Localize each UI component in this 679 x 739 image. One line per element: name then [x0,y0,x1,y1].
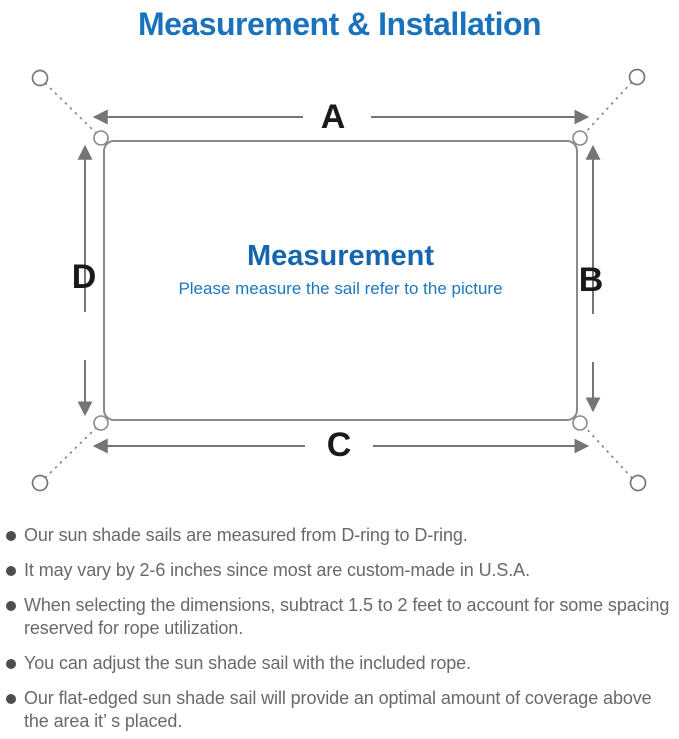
bullet-icon [6,601,16,611]
diagram-heading: Measurement [247,240,434,272]
dimension-label-d: D [71,258,97,296]
anchor-point-top-left [31,69,49,87]
dimension-label-b: B [578,261,604,299]
d-ring-bottom-right [572,415,588,431]
rope-line-bottom-right [582,424,633,479]
note-text: Our flat-edged sun shade sail will provi… [24,688,652,731]
diagram-graphics [31,68,647,492]
anchor-point-bottom-right [629,474,647,492]
note-text: When selecting the dimensions, subtract … [24,595,670,638]
note-text: Our sun shade sails are measured from D-… [24,525,468,545]
d-ring-top-left [93,130,109,146]
rope-line-top-left [44,82,99,136]
d-ring-bottom-left [93,415,109,431]
bullet-icon [6,659,16,669]
anchor-point-bottom-left [31,474,49,492]
rope-line-top-right [582,81,633,136]
d-ring-top-right [572,130,588,146]
notes-list: Our sun shade sails are measured from D-… [0,524,679,739]
diagram-subheading: Please measure the sail refer to the pic… [178,279,503,298]
note-text: It may vary by 2-6 inches since most are… [24,560,530,580]
rope-line-bottom-left [44,425,99,479]
measurement-diagram: A B C D Measurement Please measure the s… [0,60,679,520]
note-item: Our flat-edged sun shade sail will provi… [4,687,677,733]
anchor-point-top-right [628,68,646,86]
note-item: You can adjust the sun shade sail with t… [4,652,677,675]
bullet-icon [6,531,16,541]
note-item: When selecting the dimensions, subtract … [4,594,677,640]
sail-outline [103,140,578,421]
note-item: Our sun shade sails are measured from D-… [4,524,677,547]
bullet-icon [6,566,16,576]
dimension-label-c: C [326,426,352,464]
dimension-label-a: A [320,98,346,136]
bullet-icon [6,694,16,704]
page-title: Measurement & Installation [137,6,542,42]
note-item: It may vary by 2-6 inches since most are… [4,559,677,582]
note-text: You can adjust the sun shade sail with t… [24,653,471,673]
diagram-center-text: Measurement Please measure the sail refe… [104,238,577,300]
